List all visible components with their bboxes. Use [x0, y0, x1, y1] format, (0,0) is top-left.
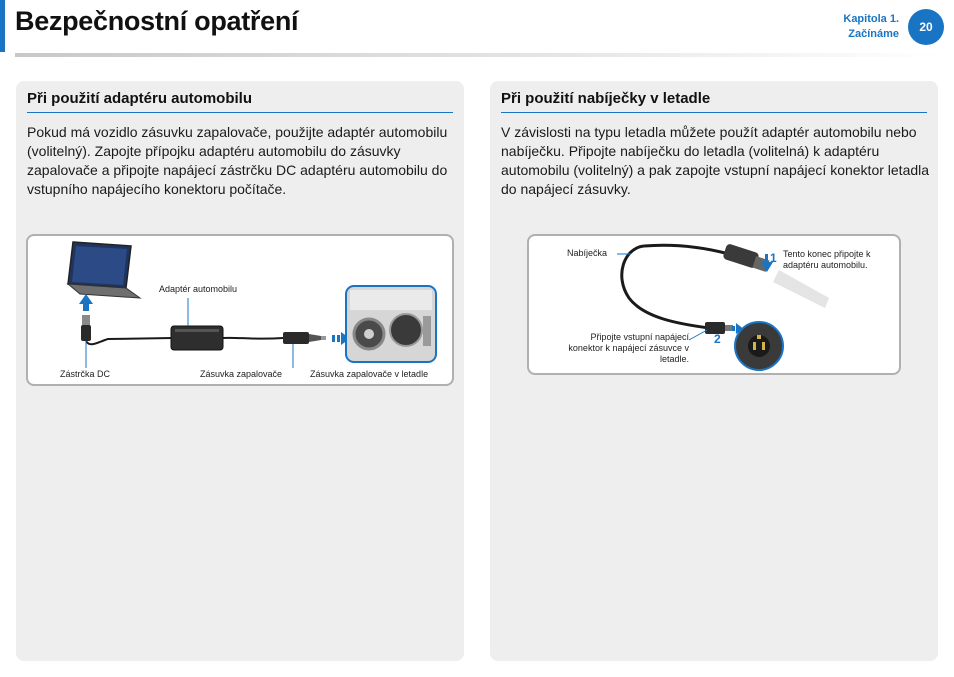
car-adapter-figure: Adaptér automobilu Zástrčka DC Zásuvka z…	[26, 234, 454, 386]
step1-label: Tento konec připojte k adaptéru automobi…	[783, 249, 871, 270]
chapter-number: Kapitola 1.	[843, 13, 899, 25]
car-adapter-heading-rule	[27, 112, 453, 113]
airplane-charger-body: V závislosti na typu letadla můžete použ…	[501, 124, 930, 197]
chapter-label[interactable]: Kapitola 1. Začínáme	[843, 12, 899, 42]
airplane-socket-photo	[345, 285, 437, 363]
step2-label: Připojte vstupní napájecí konektor k nap…	[568, 332, 689, 364]
step1-arrow-icon	[761, 254, 773, 272]
cigarette-socket-label: Zásuvka zapalovače	[200, 369, 283, 379]
airplane-charger-section: Při použití nabíječky v letadle V závisl…	[490, 81, 938, 661]
airplane-charger-figure: Nabíječka 1 Tento konec připojte k adapt…	[527, 234, 901, 375]
page-number-badge: 20	[908, 9, 944, 45]
car-adapter-heading: Při použití adaptéru automobilu	[27, 90, 252, 107]
step2-arrow-icon	[732, 323, 743, 334]
step2-number: 2	[714, 332, 721, 346]
page-title: Bezpečnostní opatření	[15, 6, 299, 36]
laptop-icon	[66, 241, 142, 299]
car-adapter-illustration	[66, 241, 437, 368]
charger-label: Nabíječka	[567, 248, 608, 258]
car-adapter-label: Adaptér automobilu	[159, 284, 238, 294]
car-adapter-icon	[170, 325, 284, 351]
airplane-power-socket-icon	[734, 321, 784, 371]
header-accent-bar	[0, 0, 5, 52]
car-adapter-body: Pokud má vozidlo zásuvku zapalovače, pou…	[27, 124, 448, 197]
step1-number: 1	[770, 251, 777, 265]
dc-input-arrow-icon	[79, 294, 93, 311]
chapter-title: Začínáme	[848, 28, 899, 40]
airplane-charger-illustration	[617, 243, 829, 371]
header-divider	[15, 53, 940, 57]
airplane-socket-label: Zásuvka zapalovače v letadle	[310, 369, 429, 379]
dc-plug-label: Zástrčka DC	[60, 369, 111, 379]
car-adapter-section: Při použití adaptéru automobilu Pokud má…	[16, 81, 464, 661]
airplane-charger-heading-rule	[501, 112, 927, 113]
airplane-charger-heading: Při použití nabíječky v letadle	[501, 90, 711, 107]
step2-leader-line	[688, 329, 708, 341]
charger-airplane-end-icon	[705, 322, 733, 334]
cigarette-plug-icon	[283, 332, 326, 344]
dc-plug-icon	[81, 315, 174, 346]
charger-cable	[620, 244, 710, 330]
